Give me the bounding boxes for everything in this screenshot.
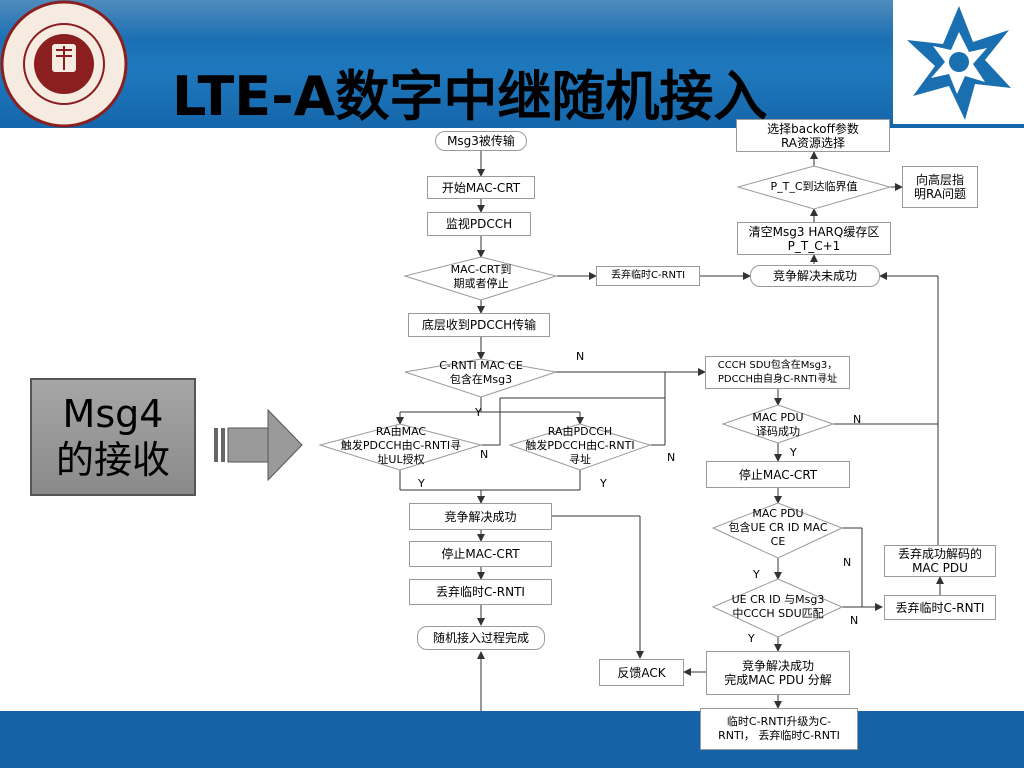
label-n-ueid: N xyxy=(843,556,852,569)
footer-banner xyxy=(0,711,1024,768)
label-n-ra-mac: N xyxy=(480,448,489,461)
label-y-ra-mac: Y xyxy=(418,477,425,490)
label-y-ueid: Y xyxy=(753,568,760,581)
label-ra-by-pdcch: RA由PDCCH 触发PDCCH由C-RNTI 寻址 xyxy=(525,425,635,466)
diamond-ra-pdcch xyxy=(508,423,652,471)
node-stop-mac-crt-2: 停止MAC-CRT xyxy=(706,461,850,488)
label-ue-cr-id: MAC PDU 包含UE CR ID MAC CE xyxy=(728,507,828,548)
label-n-ra-pdcch: N xyxy=(667,451,676,464)
node-select-backoff: 选择backoff参数 RA资源选择 xyxy=(736,119,890,152)
university-seal-icon xyxy=(0,0,128,128)
label-ptc: P_T_C到达临界值 xyxy=(770,180,858,193)
node-lower-layer-pdcch: 底层收到PDCCH传输 xyxy=(408,313,550,337)
node-report-ra-problem: 向高层指 明RA问题 xyxy=(902,166,978,208)
node-discard-temp-crnti-2: 丢弃临时C-RNTI xyxy=(409,579,552,605)
header-banner xyxy=(0,0,1024,128)
diamond-match xyxy=(711,578,844,638)
diamond-crnti xyxy=(404,358,557,398)
node-msg3-transmitted: Msg3被传输 xyxy=(435,131,527,151)
diamond-ptc xyxy=(736,165,892,210)
header-shine xyxy=(0,0,1024,40)
star-logo-icon xyxy=(907,6,1011,120)
university-seal-logo xyxy=(0,0,132,128)
label-pdu-decode: MAC PDU 译码成功 xyxy=(752,411,804,438)
node-clear-harq: 清空Msg3 HARQ缓存区 P_T_C+1 xyxy=(737,222,891,255)
diamond-ra-mac xyxy=(318,423,483,471)
label-y-decode: Y xyxy=(790,446,797,459)
label-y-ra-pdcch: Y xyxy=(600,477,607,490)
label-expire: MAC-CRT到 期或者停止 xyxy=(450,263,512,290)
node-discard-temp-crnti-3: 丢弃临时C-RNTI xyxy=(884,595,996,620)
node-contention-failed: 竞争解决未成功 xyxy=(750,265,880,287)
node-contention-success-2: 竞争解决成功 完成MAC PDU 分解 xyxy=(706,651,850,695)
label-id-match: UE CR ID 与Msg3 中CCCH SDU匹配 xyxy=(731,593,825,620)
diamond-expire xyxy=(403,256,558,301)
page-title: LTE-A数字中继随机接入 xyxy=(172,65,768,128)
label-y-match: Y xyxy=(748,632,755,645)
label-ra-by-mac: RA由MAC 触发PDCCH由C-RNTI寻 址UL授权 xyxy=(340,425,462,466)
label-y-crnti: Y xyxy=(475,406,482,419)
node-discard-temp-crnti-1: 丢弃临时C-RNTI xyxy=(596,266,700,286)
node-ccch-sdu: CCCH SDU包含在Msg3， PDCCH由自身C-RNTI寻址 xyxy=(705,356,850,389)
node-stop-mac-crt-1: 停止MAC-CRT xyxy=(409,541,552,567)
diamond-ueid xyxy=(711,502,844,559)
node-contention-success: 竞争解决成功 xyxy=(409,503,552,530)
node-feedback-ack: 反馈ACK xyxy=(599,659,684,686)
node-start-mac-crt: 开始MAC-CRT xyxy=(427,176,535,199)
msg4-reception-label: Msg4 的接收 xyxy=(30,378,196,496)
label-n-decode: N xyxy=(853,413,862,426)
node-monitor-pdcch: 监视PDCCH xyxy=(427,212,531,236)
label-n-match: N xyxy=(850,614,859,627)
label-crnti-mac-ce: C-RNTI MAC CE 包含在Msg3 xyxy=(439,359,523,386)
diamond-decode xyxy=(721,404,835,444)
company-logo xyxy=(893,0,1024,124)
node-upgrade-crnti: 临时C-RNTI升级为C- RNTI， 丢弃临时C-RNTI xyxy=(700,708,858,750)
big-right-arrow xyxy=(214,408,303,482)
node-discard-decoded-pdu: 丢弃成功解码的 MAC PDU xyxy=(884,545,996,577)
label-n-crnti: N xyxy=(576,350,585,363)
node-random-access-complete: 随机接入过程完成 xyxy=(417,626,545,650)
